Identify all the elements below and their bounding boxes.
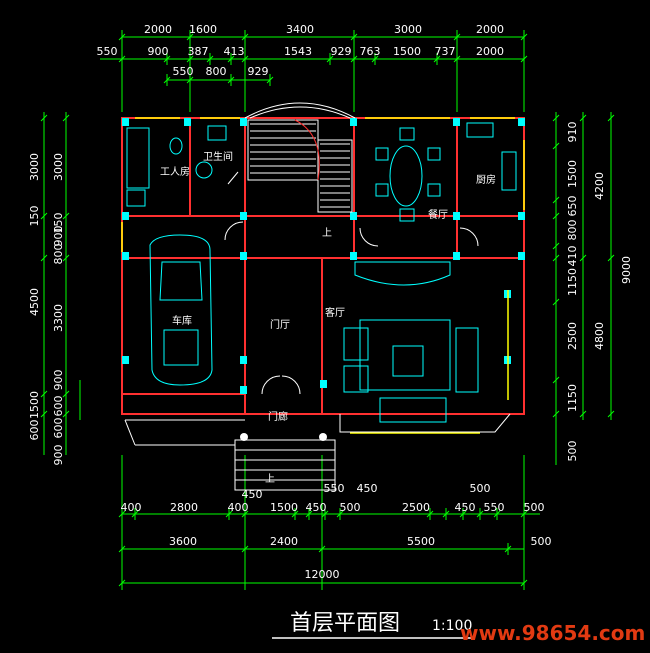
- dim-left-inner: 3300: [52, 304, 65, 332]
- dim-left-misc: 800: [52, 244, 65, 265]
- dim-left-inner: 3000: [52, 153, 65, 181]
- dim-right-inner: 1150: [566, 268, 579, 296]
- dim-top-row2: 900: [148, 45, 169, 58]
- dim-right-inner: 650: [566, 196, 579, 217]
- dim-bottom-row2: 500: [531, 535, 552, 548]
- dim-bottom-row1: 400: [228, 501, 249, 514]
- dim-top-row2: 2000: [476, 45, 504, 58]
- dim-bottom-row2: 2400: [270, 535, 298, 548]
- dim-right-inner: 410: [566, 246, 579, 267]
- dim-bottom-row1: 1500: [270, 501, 298, 514]
- room-foyer: 门厅: [270, 318, 290, 331]
- dim-right-inner: 500: [566, 441, 579, 462]
- structural-columns: [122, 118, 525, 394]
- dim-top-row2: 1543: [284, 45, 312, 58]
- dim-bottom-extra: 500: [470, 482, 491, 495]
- room-dining: 餐厅: [428, 208, 448, 221]
- dim-top-row2: 737: [435, 45, 456, 58]
- dim-left-inner: 600: [52, 418, 65, 439]
- stair-up-label: 上: [322, 227, 332, 239]
- dim-top-row1: 1600: [189, 23, 217, 36]
- drawing-scale: 1:100: [432, 618, 472, 634]
- room-servant: 工人房: [160, 165, 190, 178]
- dim-left-inner: 900: [52, 445, 65, 466]
- dim-top-row2: 387: [188, 45, 209, 58]
- dim-right-inner: 800: [566, 220, 579, 241]
- dim-bottom-row1: 500: [340, 501, 361, 514]
- room-kitchen: 厨房: [476, 173, 496, 186]
- room-labels: 工人房 卫生间 餐厅 厨房 车库 门厅 客厅 门廊 上 上: [160, 150, 496, 485]
- dim-top-row2: 550: [97, 45, 118, 58]
- dim-right-outer: 9000: [620, 256, 633, 284]
- room-living: 客厅: [325, 306, 345, 319]
- dim-right-inner: 1150: [566, 384, 579, 412]
- watermark: www.98654.com: [460, 621, 645, 645]
- dim-top-row2: 1500: [393, 45, 421, 58]
- dim-top-row2: 763: [360, 45, 381, 58]
- dim-left-misc: 600: [52, 396, 65, 417]
- dim-bottom-extra: 450: [357, 482, 378, 495]
- dim-right-inner: 910: [566, 122, 579, 143]
- room-garage: 车库: [172, 314, 192, 327]
- dim-right-mid: 4800: [593, 322, 606, 350]
- dim-bottom-row2: 5500: [407, 535, 435, 548]
- dim-top-row3: 929: [248, 65, 269, 78]
- dim-left-outer: 600: [28, 420, 41, 441]
- staircase: [247, 119, 353, 213]
- dim-left-misc: 150: [52, 213, 65, 234]
- dim-bottom-extra: 450: [242, 488, 263, 501]
- dim-bottom-extra: 550: [324, 482, 345, 495]
- drawing-title: 首层平面图: [290, 611, 400, 636]
- doors: [224, 171, 479, 395]
- dim-right-mid: 4200: [593, 172, 606, 200]
- dim-left-outer: 150: [28, 206, 41, 227]
- dimension-lines: [40, 30, 615, 590]
- dim-top-row2: 413: [224, 45, 245, 58]
- dim-bottom-row2: 3600: [169, 535, 197, 548]
- dim-bottom-row1: 500: [524, 501, 545, 514]
- room-porch: 门廊: [268, 410, 288, 423]
- dim-bottom-row1: 2800: [170, 501, 198, 514]
- dim-top-row3: 550: [173, 65, 194, 78]
- dim-left-inner: 900: [52, 370, 65, 391]
- dim-left-outer: 4500: [28, 288, 41, 316]
- dim-bottom-total: 12000: [305, 568, 340, 581]
- dim-bottom-row1: 400: [121, 501, 142, 514]
- dim-left-outer: 3000: [28, 153, 41, 181]
- dim-bottom-row1: 450: [306, 501, 327, 514]
- dim-right-inner: 1500: [566, 160, 579, 188]
- entry-up-label: 上: [265, 473, 275, 485]
- dim-left-inner: 900: [52, 226, 65, 247]
- dim-left-outer: 1500: [28, 391, 41, 419]
- furniture: [126, 122, 517, 423]
- dim-top-row1: 3000: [394, 23, 422, 36]
- bay-and-steps: [124, 102, 511, 491]
- dim-top-row3: 800: [206, 65, 227, 78]
- dimension-text: 2000 1600 3400 3000 2000 550 900 387 413 1543 929 7…: [28, 23, 633, 581]
- dim-top-row1: 2000: [476, 23, 504, 36]
- dim-right-inner: 2500: [566, 322, 579, 350]
- room-bath: 卫生间: [203, 150, 233, 163]
- dim-top-row1: 3400: [286, 23, 314, 36]
- dim-top-row2: 929: [331, 45, 352, 58]
- dim-bottom-row1: 550: [484, 501, 505, 514]
- windows: [121, 117, 525, 434]
- entrance-posts: [240, 433, 327, 441]
- dim-bottom-row1: 2500: [402, 501, 430, 514]
- dim-top-row1: 2000: [144, 23, 172, 36]
- walls: [121, 117, 525, 415]
- dim-bottom-row1: 450: [455, 501, 476, 514]
